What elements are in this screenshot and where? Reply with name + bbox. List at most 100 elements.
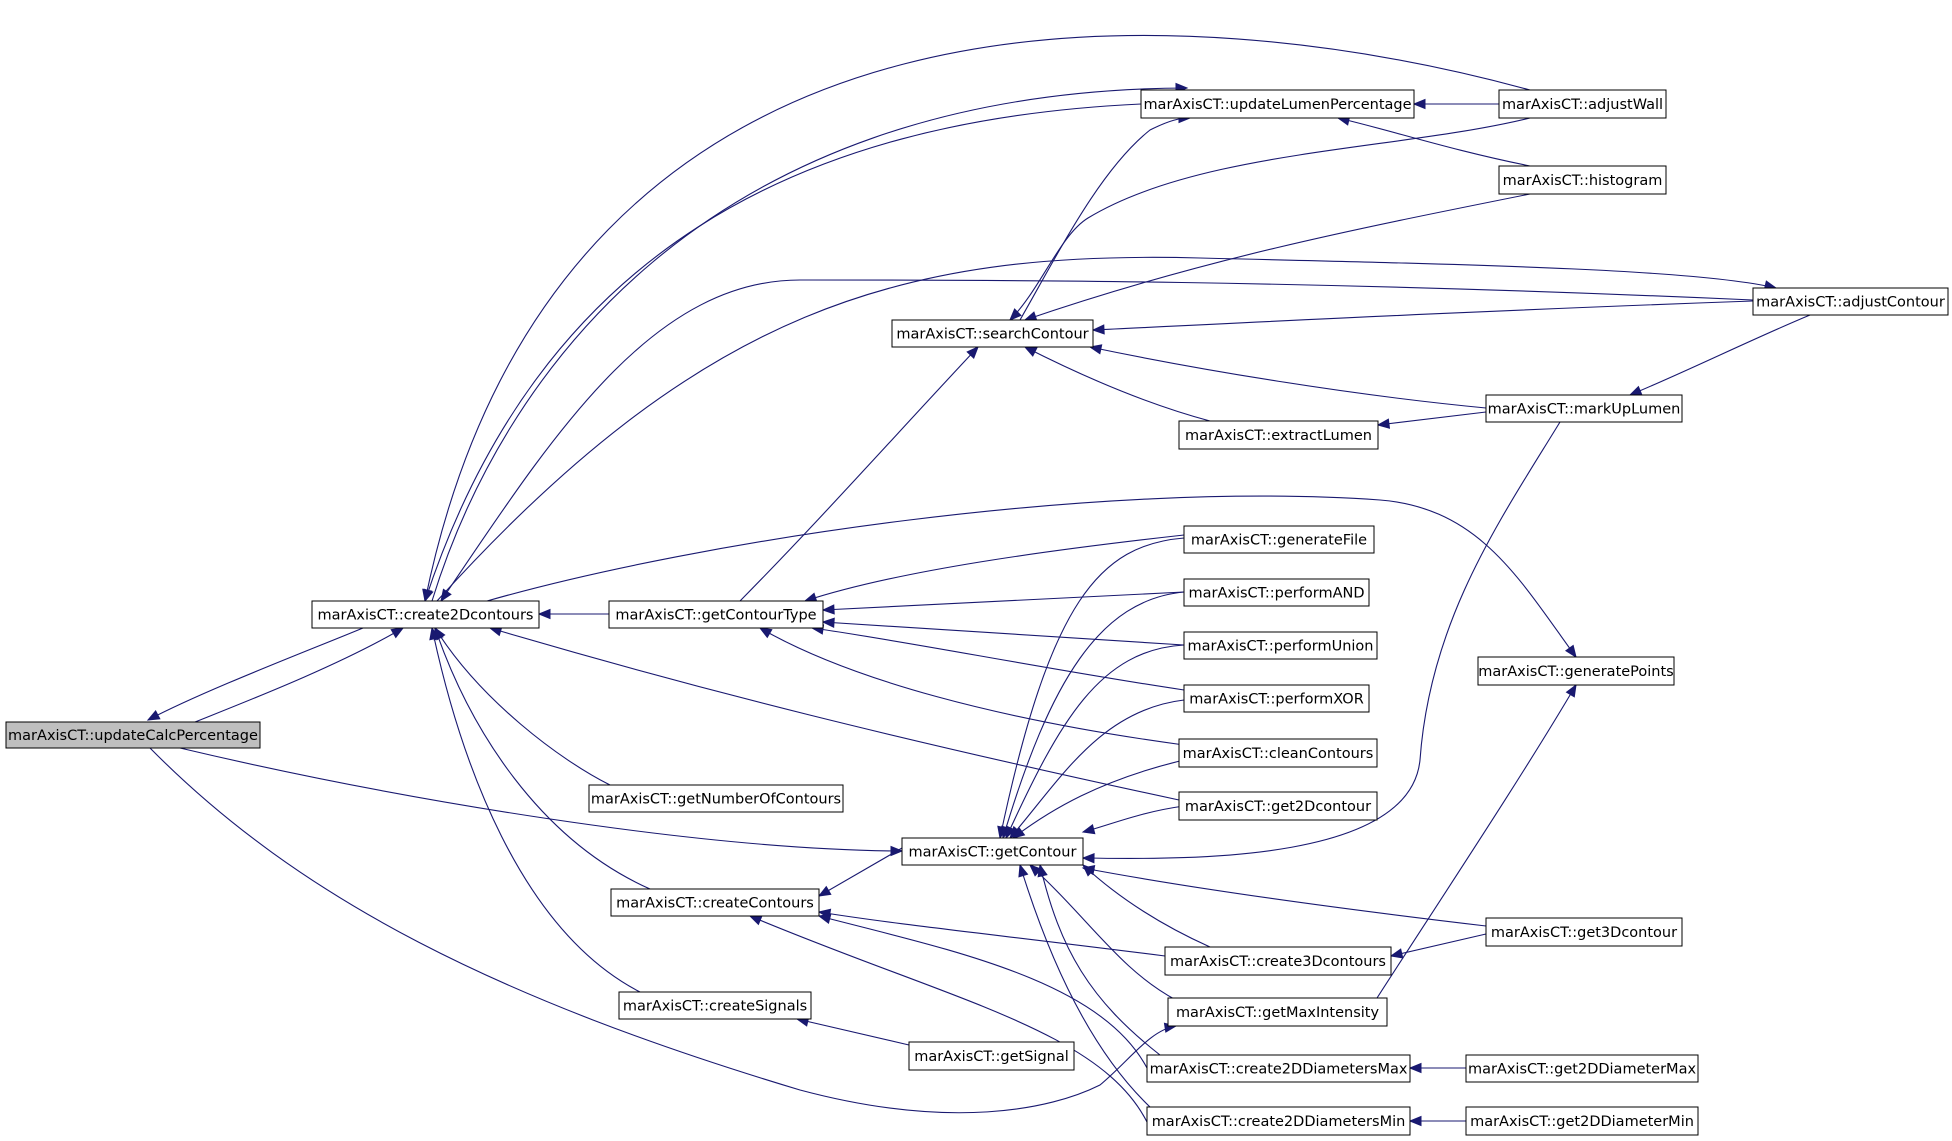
node-cleanContours[interactable]: marAxisCT::cleanContours	[1178, 738, 1378, 768]
node-getMaxIntensity[interactable]: marAxisCT::getMaxIntensity	[1167, 997, 1388, 1027]
node-label: marAxisCT::create2DDiametersMin	[1152, 1114, 1406, 1130]
node-label: marAxisCT::cleanContours	[1183, 746, 1374, 762]
node-create2Dcontours[interactable]: marAxisCT::create2Dcontours	[311, 600, 540, 629]
edge-line	[434, 627, 611, 786]
node-create2DDiametersMax[interactable]: marAxisCT::create2DDiametersMax	[1146, 1054, 1411, 1083]
edge-line	[1019, 864, 1151, 1108]
node-label: marAxisCT::create2Dcontours	[318, 608, 534, 624]
edge-markUpLumen-to-extractLumen	[1376, 411, 1487, 429]
node-get3Dcontour[interactable]: marAxisCT::get3Dcontour	[1485, 917, 1683, 947]
node-box	[5, 721, 261, 749]
node-box	[1146, 1054, 1411, 1083]
node-get2DDiameterMax[interactable]: marAxisCT::get2DDiameterMax	[1465, 1054, 1699, 1083]
node-box	[891, 319, 1094, 348]
node-getContour[interactable]: marAxisCT::getContour	[901, 837, 1084, 866]
node-performAND[interactable]: marAxisCT::performAND	[1183, 578, 1370, 607]
edge-create2DDiametersMin-to-getContour	[1018, 863, 1151, 1108]
edge-line	[149, 747, 1177, 1114]
edge-get2DDiameterMax-to-create2DDiametersMax	[1408, 1062, 1466, 1074]
edge-adjustWall-to-updateLumenPercentage	[1412, 98, 1499, 110]
edge-performXOR-to-getContourType	[810, 624, 1185, 691]
node-getContourType[interactable]: marAxisCT::getContourType	[608, 600, 824, 629]
edge-line	[796, 1018, 910, 1046]
node-box	[588, 784, 844, 813]
edge-line	[822, 621, 1185, 646]
node-getNumberOfContours[interactable]: marAxisCT::getNumberOfContours	[588, 784, 844, 813]
node-searchContour[interactable]: marAxisCT::searchContour	[891, 319, 1094, 348]
node-getSignal[interactable]: marAxisCT::getSignal	[908, 1041, 1075, 1071]
edge-line	[436, 256, 1777, 602]
edge-line	[759, 627, 1185, 746]
edges-layer	[146, 34, 1811, 1127]
edge-line	[1012, 759, 1185, 839]
node-markUpLumen[interactable]: marAxisCT::markUpLumen	[1485, 394, 1683, 423]
edge-line	[1039, 864, 1161, 1056]
edge-line	[147, 627, 364, 721]
edge-cleanContours-to-getContour	[1011, 759, 1185, 839]
arrowhead	[1628, 385, 1643, 396]
edge-adjustWall-to-searchContour	[1009, 117, 1531, 321]
node-create2DDiametersMin[interactable]: marAxisCT::create2DDiametersMin	[1146, 1106, 1411, 1136]
edge-get2DDiameterMin-to-create2DDiametersMin	[1408, 1115, 1466, 1127]
edge-getMaxIntensity-to-getContour	[1029, 864, 1177, 1001]
node-adjustContour[interactable]: marAxisCT::adjustContour	[1752, 287, 1949, 316]
node-get2Dcontour[interactable]: marAxisCT::get2Dcontour	[1178, 791, 1378, 821]
edge-line	[1024, 346, 1211, 422]
node-updateCalcPercentage[interactable]: marAxisCT::updateCalcPercentage	[5, 721, 261, 749]
node-performUnion[interactable]: marAxisCT::performUnion	[1183, 631, 1378, 660]
edge-adjustContour-to-create2Dcontours	[440, 279, 1754, 603]
edge-histogram-to-updateLumenPercentage	[1336, 115, 1531, 167]
node-create3Dcontours[interactable]: marAxisCT::create3Dcontours	[1164, 946, 1392, 976]
node-label: marAxisCT::getNumberOfContours	[591, 792, 841, 808]
arrowhead	[1081, 824, 1096, 835]
node-label: marAxisCT::markUpLumen	[1488, 402, 1681, 418]
edge-line	[749, 915, 1148, 1123]
node-generateFile[interactable]: marAxisCT::generateFile	[1183, 525, 1375, 554]
arrowhead	[1023, 346, 1038, 357]
arrowhead	[966, 346, 979, 359]
node-box	[1178, 420, 1379, 450]
node-performXOR[interactable]: marAxisCT::performXOR	[1183, 684, 1370, 713]
node-label: marAxisCT::getContourType	[615, 608, 816, 624]
edge-line	[1082, 421, 1561, 859]
node-label: marAxisCT::adjustContour	[1756, 295, 1945, 311]
node-box	[1167, 997, 1388, 1027]
edge-get3Dcontour-to-getContour	[1081, 864, 1487, 927]
edge-line	[999, 537, 1185, 839]
edge-line	[489, 627, 1180, 801]
node-box	[610, 888, 820, 917]
node-label: marAxisCT::generateFile	[1191, 533, 1367, 549]
node-get2DDiameterMin[interactable]: marAxisCT::get2DDiameterMin	[1465, 1106, 1699, 1136]
edge-getContourType-to-searchContour	[739, 346, 979, 602]
node-box	[1477, 656, 1675, 686]
edge-markUpLumen-to-getContour	[1081, 421, 1561, 864]
arrowhead	[1408, 1062, 1422, 1074]
edge-generateFile-to-getContourType	[803, 534, 1185, 603]
edge-getContour-to-createContours	[817, 847, 903, 897]
node-histogram[interactable]: marAxisCT::histogram	[1498, 165, 1667, 195]
node-box	[1498, 89, 1667, 119]
node-box	[1485, 917, 1683, 947]
node-box	[1465, 1106, 1699, 1136]
node-createContours[interactable]: marAxisCT::createContours	[610, 888, 820, 917]
node-box	[1752, 287, 1949, 316]
node-label: marAxisCT::getMaxIntensity	[1176, 1005, 1380, 1021]
node-label: marAxisCT::generatePoints	[1478, 664, 1673, 680]
edge-extractLumen-to-searchContour	[1023, 346, 1211, 422]
node-createSignals[interactable]: marAxisCT::createSignals	[618, 991, 812, 1020]
edge-line	[1005, 644, 1185, 839]
node-extractLumen[interactable]: marAxisCT::extractLumen	[1178, 420, 1379, 450]
edge-line	[1337, 117, 1531, 167]
nodes-layer: marAxisCT::updateCalcPercentagemarAxisCT…	[5, 89, 1949, 1136]
edge-line	[1629, 314, 1811, 396]
node-updateLumenPercentage[interactable]: marAxisCT::updateLumenPercentage	[1140, 89, 1415, 119]
node-label: marAxisCT::get2DDiameterMax	[1468, 1062, 1697, 1078]
arrowhead	[1009, 308, 1022, 321]
node-generatePoints[interactable]: marAxisCT::generatePoints	[1477, 656, 1675, 686]
node-box	[608, 600, 824, 629]
edge-line	[194, 627, 404, 723]
node-label: marAxisCT::searchContour	[896, 327, 1088, 343]
edge-line	[1376, 684, 1577, 999]
node-adjustWall[interactable]: marAxisCT::adjustWall	[1498, 89, 1667, 119]
